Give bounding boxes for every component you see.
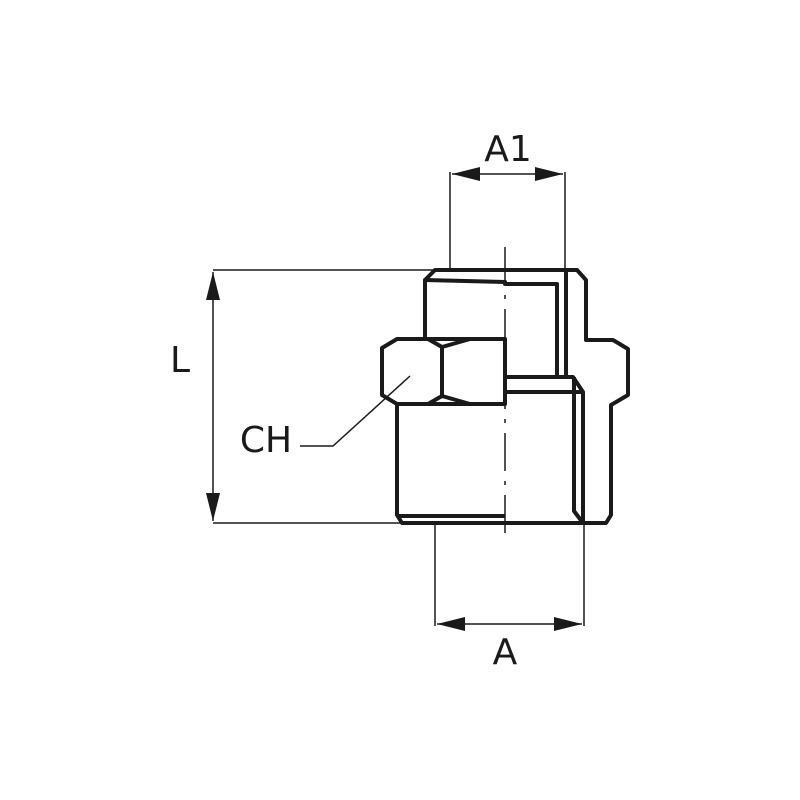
- label-a: A: [493, 632, 518, 673]
- outer-profile: [395, 268, 630, 525]
- seat-profile: [505, 375, 585, 523]
- dimension-lines: [206, 167, 585, 631]
- hex-chamfer-top: [427, 337, 471, 349]
- a1-arrows: [452, 167, 563, 181]
- hex-nut: [380, 337, 507, 406]
- fitting-body: [380, 268, 630, 525]
- ch-leader-line: [300, 375, 411, 447]
- l-arrows: [206, 272, 220, 521]
- seat-inner: [572, 377, 585, 525]
- hex-chamfer-bottom: [427, 394, 471, 406]
- inner-bore-top: [423, 278, 559, 377]
- label-l: L: [170, 340, 190, 381]
- label-ch: CH: [240, 420, 292, 461]
- label-a1: A1: [484, 129, 532, 170]
